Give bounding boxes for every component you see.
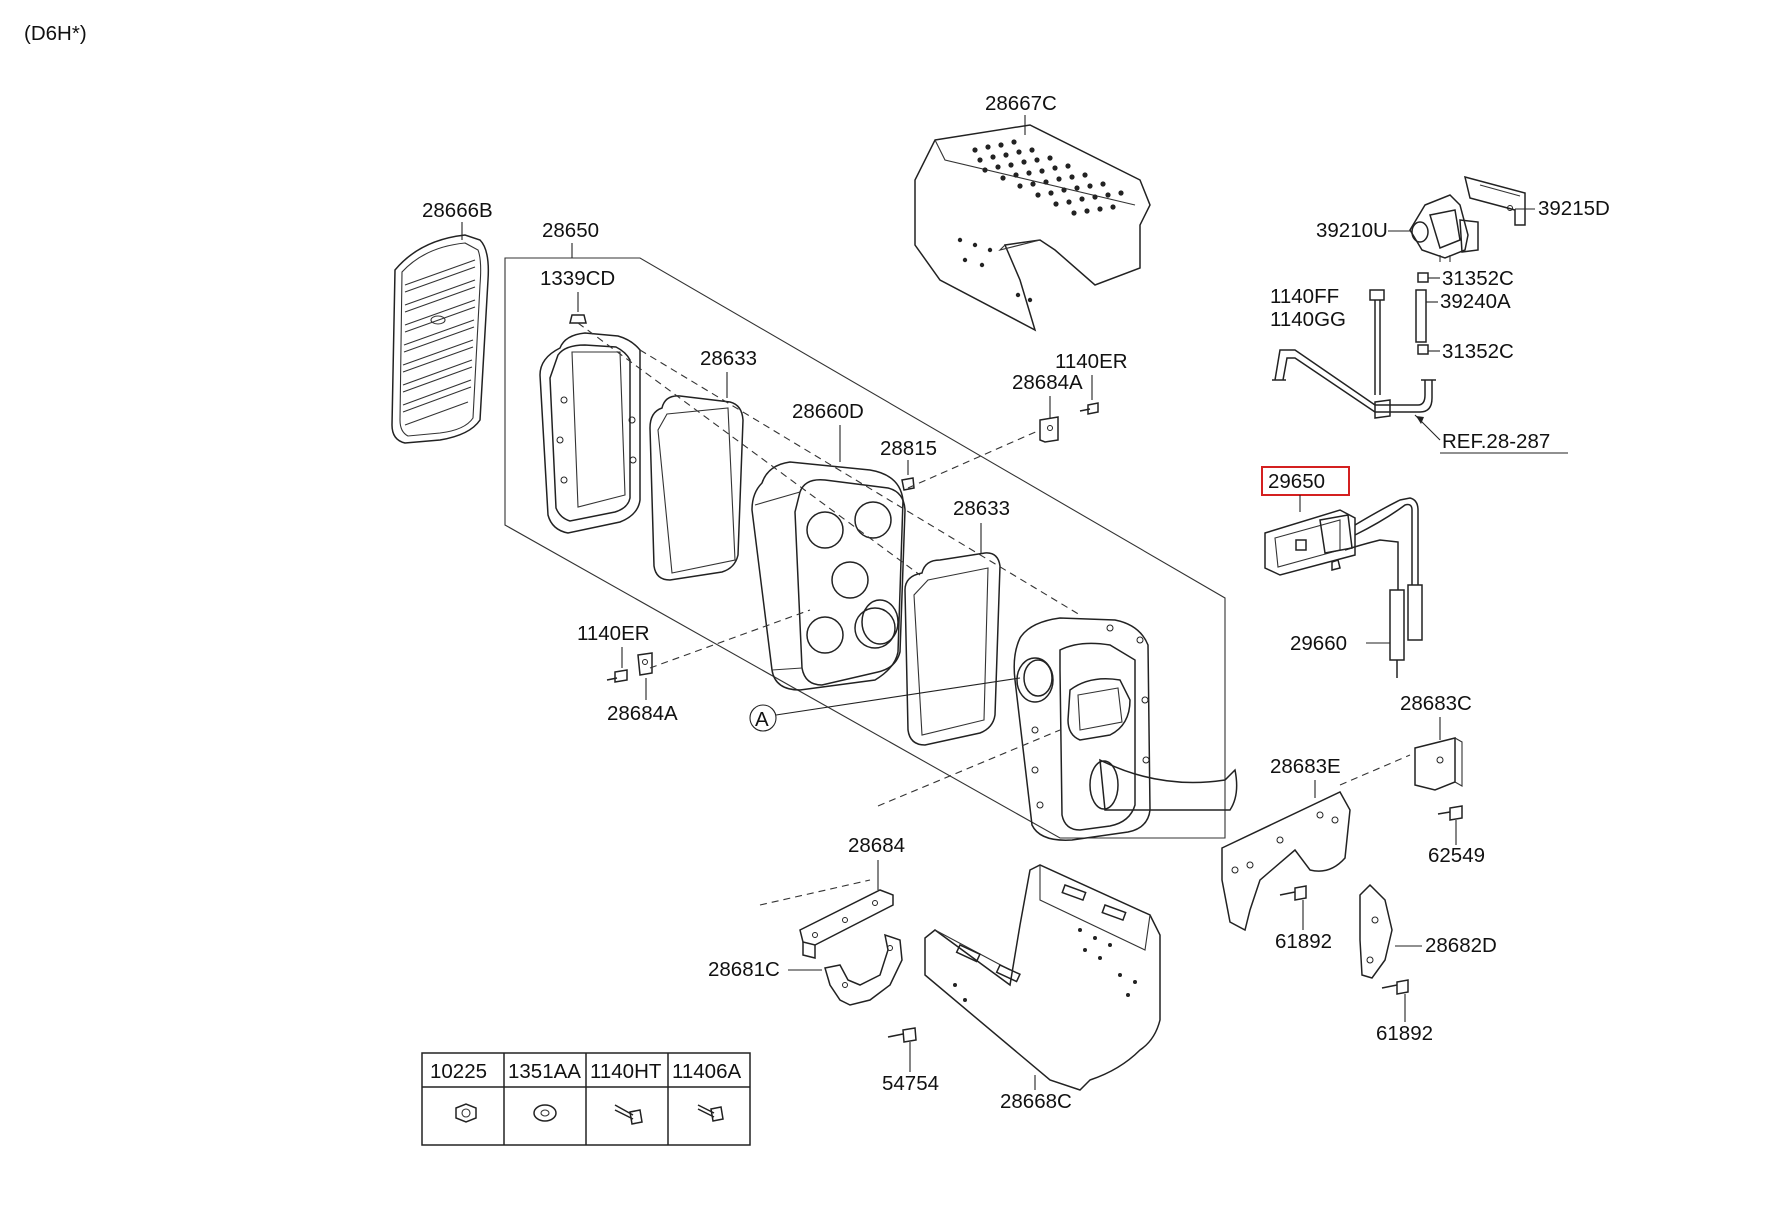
table-header-1140HT: 1140HT	[590, 1060, 662, 1083]
bolt-54754: 54754	[882, 1027, 939, 1095]
bracket-28683E: 28683E	[1221, 755, 1351, 932]
callout-28684A-left: 28684A	[607, 702, 678, 725]
callout-1140ER-top: 1140ER	[1055, 350, 1128, 373]
gasket-28633-b: 28633	[904, 497, 1010, 746]
callout-39240A: 39240A	[1440, 290, 1511, 313]
callout-61892-lower: 61892	[1376, 1022, 1433, 1045]
sensor-39210U: 39210U	[1316, 194, 1479, 262]
callout-39215D: 39215D	[1538, 197, 1610, 220]
nut-1339CD: 1339CD	[540, 267, 615, 324]
catalyst-28660D: 28660D	[751, 400, 906, 691]
bracket-28684A-left: 1140ER 28684A	[577, 622, 678, 725]
table-header-11406A: 11406A	[672, 1060, 741, 1083]
callout-28682D: 28682D	[1425, 934, 1497, 957]
callout-28668C: 28668C	[1000, 1090, 1072, 1113]
callout-28633-a: 28633	[700, 347, 757, 370]
bolt-62549: 62549	[1428, 805, 1485, 867]
table-header-1351AA: 1351AA	[508, 1060, 581, 1083]
callout-31352C-top: 31352C	[1442, 267, 1514, 290]
heat-shield-top-28667C: 28667C	[914, 92, 1151, 332]
model-code: (D6H*)	[24, 22, 87, 45]
callout-1140ER-left: 1140ER	[577, 622, 650, 645]
callout-28684: 28684	[848, 834, 905, 857]
pressure-sensor-29650: 29650	[1261, 466, 1423, 678]
highlight-box-29650	[1261, 466, 1350, 496]
callout-54754: 54754	[882, 1072, 939, 1095]
table-header-10225: 10225	[430, 1060, 487, 1083]
callout-1339CD: 1339CD	[540, 267, 615, 290]
clamp-31352C-bottom: 31352C	[1417, 340, 1514, 363]
callout-61892-upper: 61892	[1275, 930, 1332, 953]
alignment-lines	[577, 322, 1411, 906]
heat-shield-perforation	[957, 139, 1124, 303]
hex-bolt-icon	[697, 1104, 724, 1122]
nut-icon	[455, 1103, 477, 1123]
callout-62549: 62549	[1428, 844, 1485, 867]
washer-icon	[533, 1104, 557, 1122]
callout-A: A	[755, 708, 769, 731]
bracket-28681C: 28681C	[708, 933, 903, 1006]
muffler-assembly-outline-28650: 28650	[504, 219, 1226, 839]
callout-1140FF: 1140FF	[1270, 285, 1339, 308]
grille-cover-28666B: 28666B	[391, 199, 493, 444]
callout-39210U: 39210U	[1316, 219, 1388, 242]
callout-29660: 29660	[1290, 632, 1347, 655]
callout-A-marker: A	[749, 677, 1021, 732]
bracket-28684A-top: 1140ER 28684A	[1012, 350, 1128, 443]
muffler-body	[1013, 617, 1238, 841]
tube-ref-28-287: REF.28-287	[1272, 349, 1568, 454]
callout-28683C: 28683C	[1400, 692, 1472, 715]
hose-39240A: 39240A	[1415, 289, 1511, 343]
screw-28815: 28815	[880, 437, 937, 491]
heat-shield-bottom-28668C: 28668C	[924, 864, 1161, 1113]
flange-bolt-icon	[614, 1104, 643, 1125]
bolt-61892-upper: 61892	[1275, 885, 1332, 953]
clamp-31352C-top: 31352C	[1417, 267, 1514, 290]
bolt-61892-lower: 61892	[1376, 979, 1433, 1045]
callout-28667C: 28667C	[985, 92, 1057, 115]
bracket-28682D: 28682D	[1359, 883, 1497, 979]
callout-28684A-top: 28684A	[1012, 371, 1083, 394]
grille-slats	[402, 259, 476, 426]
bracket-39215D: 39215D	[1463, 175, 1610, 226]
callout-1140GG: 1140GG	[1270, 308, 1346, 331]
callout-28650: 28650	[542, 219, 599, 242]
callout-28660D: 28660D	[792, 400, 864, 423]
callout-28681C: 28681C	[708, 958, 780, 981]
callout-28683E: 28683E	[1270, 755, 1341, 778]
callout-28666B: 28666B	[422, 199, 493, 222]
fastener-table: 10225 1351AA 1140HT 11406A	[421, 1052, 751, 1146]
callout-31352C-bottom: 31352C	[1442, 340, 1514, 363]
callout-28815: 28815	[880, 437, 937, 460]
bracket-28684: 28684	[799, 834, 905, 959]
callout-29650: 29650	[1268, 470, 1325, 493]
callout-28633-b: 28633	[953, 497, 1010, 520]
callout-REF-28-287: REF.28-287	[1442, 430, 1550, 453]
inlet-flange	[539, 332, 641, 534]
sensor-29660: 29660	[1290, 632, 1390, 655]
gasket-28633-a: 28633	[649, 347, 757, 581]
bolt-1140FF-1140GG: 1140FF 1140GG	[1270, 285, 1385, 395]
bracket-28683C: 28683C	[1400, 692, 1472, 791]
